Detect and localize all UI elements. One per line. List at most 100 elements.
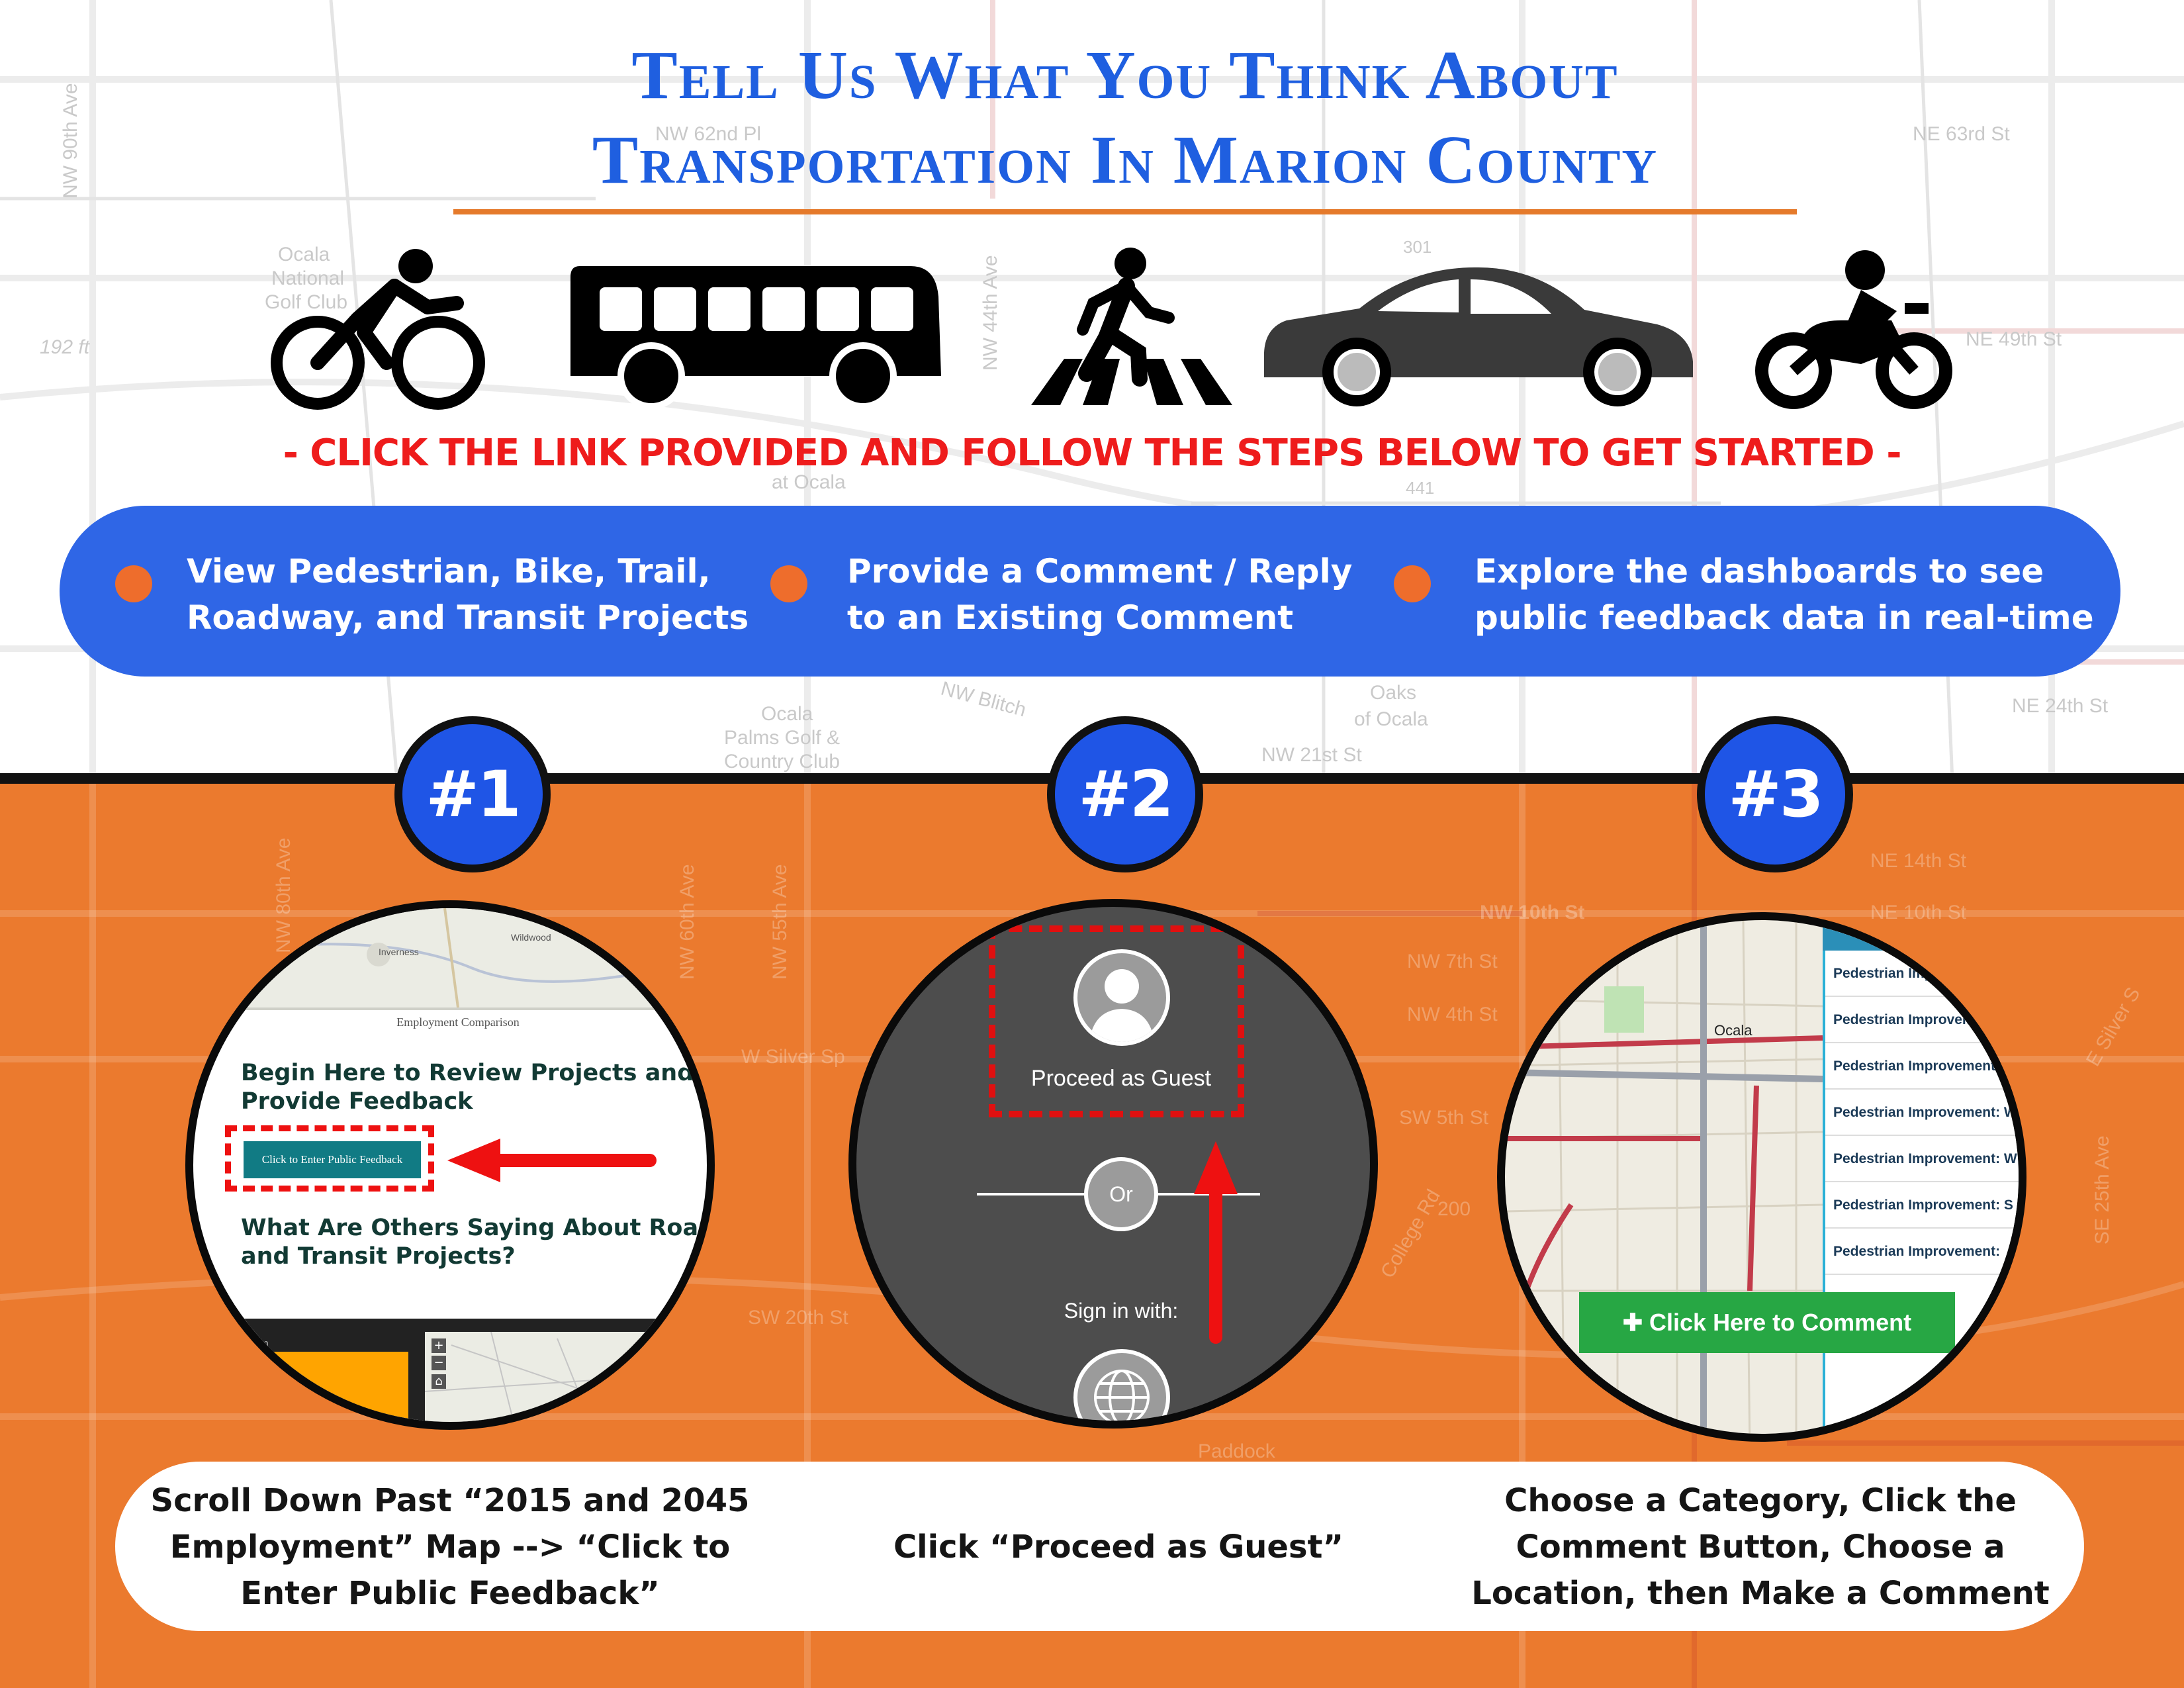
- map-label: NW 62nd Pl: [655, 123, 762, 145]
- highlight-dashed-box: [989, 925, 1244, 1117]
- bullet-icon: [770, 565, 807, 602]
- map-label: Ocala: [1714, 1022, 1752, 1039]
- map-label: NW 21st St: [1261, 744, 1362, 766]
- feature-view-projects-line1: View Pedestrian, Bike, Trail,: [187, 552, 711, 590]
- category-panel-header: [1823, 920, 2019, 951]
- map-label: Paddock: [1198, 1440, 1275, 1462]
- category-row[interactable]: Pedestrian Improvement: [1825, 997, 2019, 1043]
- map-label: W Silver Sp: [741, 1046, 845, 1068]
- dashboard-label: ncom: [240, 1337, 269, 1350]
- arrow-left-icon: [447, 1139, 657, 1182]
- category-row[interactable]: Pedestrian Improvement: S: [1825, 1182, 2019, 1229]
- project-map: [1505, 920, 1823, 1434]
- category-row[interactable]: Pedestrian Improvement:: [1825, 1229, 2019, 1275]
- step-1-instruction-line3: Enter Public Feedback”: [240, 1575, 660, 1612]
- others-saying-heading-line2: and Transit Projects?: [241, 1243, 516, 1270]
- features-banner: [60, 506, 2120, 677]
- bullet-icon: [115, 565, 152, 602]
- category-row[interactable]: Pedestrian Improvement: [1825, 951, 2019, 997]
- instructions-banner: [115, 1462, 2084, 1631]
- map-label: National: [271, 267, 345, 289]
- map-preview: Inverness Wildwood: [193, 908, 707, 1008]
- dashboard-tile: [233, 1352, 408, 1422]
- category-row[interactable]: Pedestrian Improvement: W: [1825, 1090, 2019, 1136]
- sign-in-with-label: Sign in with:: [1064, 1299, 1179, 1323]
- map-label: Wildwood: [511, 932, 551, 943]
- map-label: NE 10th St: [1870, 902, 1967, 923]
- map-label: Inverness: [379, 947, 419, 957]
- map-label: NE 63rd St: [1913, 123, 2010, 145]
- map-label: SW 20th St: [748, 1307, 848, 1329]
- divider: [193, 1008, 707, 1010]
- pedestrian-crosswalk-icon: [1031, 248, 1232, 405]
- map-label: 301: [1403, 237, 1432, 257]
- map-label: 192 ft: [40, 336, 90, 358]
- step-1-screenshot: Inverness Wildwood Employment Comparison…: [185, 900, 715, 1430]
- category-row[interactable]: Pedestrian Improvement: [1825, 1043, 2019, 1090]
- category-row[interactable]: Pedestrian Improvement: W: [1825, 1136, 2019, 1182]
- bullet-icon: [1394, 565, 1431, 602]
- map-label: at Ocala: [772, 471, 846, 493]
- map-label: NW 7th St: [1407, 951, 1498, 972]
- step-2-screenshot: Proceed as Guest Or Sign in with:: [848, 899, 1378, 1429]
- click-here-to-comment-button[interactable]: ✚ Click Here to Comment: [1579, 1292, 1955, 1353]
- page-title-line2: Transportation In Marion County: [592, 122, 1659, 198]
- guest-avatar-icon[interactable]: [1073, 949, 1170, 1046]
- map-label: NW 90th Ave: [60, 83, 81, 199]
- step-1-instruction-line2: Employment” Map --> “Click to: [169, 1528, 731, 1566]
- step-2-badge: #2: [1047, 716, 1203, 872]
- globe-icon[interactable]: [1073, 1349, 1170, 1421]
- feature-comment-line1: Provide a Comment / Reply: [847, 552, 1353, 590]
- enter-public-feedback-button[interactable]: Click to Enter Public Feedback: [244, 1141, 421, 1178]
- map-label: 441: [1406, 478, 1435, 498]
- car-icon: [1263, 267, 1693, 406]
- map-label: NW 4th St: [1407, 1004, 1498, 1025]
- map-label: NW 10th St: [1480, 902, 1585, 923]
- step-1-instruction-line1: Scroll Down Past “2015 and 2045: [150, 1482, 750, 1519]
- page-title-line1: Tell Us What You Think About: [631, 37, 1619, 113]
- plus-icon: ✚: [1622, 1309, 1650, 1336]
- zoom-in-button[interactable]: +: [432, 1338, 446, 1353]
- map-label: Country Club: [724, 751, 841, 773]
- arrow-up-icon: [1194, 1141, 1238, 1344]
- map-label: Golf Club: [265, 291, 348, 313]
- begin-here-heading-line2: Provide Feedback: [241, 1088, 473, 1115]
- map-label: NE 24th St: [2012, 695, 2109, 717]
- comment-button-label: Click Here to Comment: [1649, 1309, 1912, 1336]
- feature-view-projects-line2: Roadway, and Transit Projects: [187, 598, 749, 637]
- map-label: SW 5th St: [1399, 1107, 1489, 1129]
- bus-icon: [570, 266, 941, 409]
- proceed-as-guest-button[interactable]: Proceed as Guest: [1030, 1066, 1212, 1091]
- step-3-instruction: Choose a Category, Click the Comment But…: [1443, 1477, 2078, 1617]
- map-label: NE 49th St: [1966, 328, 2062, 350]
- zoom-out-button[interactable]: −: [432, 1356, 446, 1370]
- step-3-instruction-line3: Location, then Make a Comment: [1471, 1575, 2050, 1612]
- step-1-instruction: Scroll Down Past “2015 and 2045 Employme…: [132, 1477, 768, 1617]
- begin-here-heading-line1: Begin Here to Review Projects and: [241, 1060, 694, 1086]
- step-3-instruction-line1: Choose a Category, Click the: [1504, 1482, 2017, 1519]
- step-1-badge: #1: [394, 716, 551, 872]
- step-3-badge: #3: [1697, 716, 1853, 872]
- bicycle-icon: [271, 249, 485, 410]
- feature-dashboards-line2: public feedback data in real-time: [1475, 598, 2094, 637]
- map-label: NW 44th Ave: [979, 255, 1001, 371]
- step-2-instruction: Click “Proceed as Guest”: [893, 1528, 1344, 1566]
- map-label: Ocala: [278, 244, 330, 265]
- step-3-screenshot: Ocala Pedestrian Improvement Pedestrian …: [1497, 912, 2026, 1442]
- title-underline: [453, 209, 1797, 214]
- map-label: NE 14th St: [1870, 850, 1967, 872]
- home-icon[interactable]: ⌂: [432, 1374, 446, 1389]
- employment-comparison-caption: Employment Comparison: [396, 1015, 520, 1029]
- dashboard-map: [424, 1331, 707, 1422]
- map-label: NW 55th Ave: [769, 864, 791, 980]
- instructions-subtitle: - CLICK THE LINK PROVIDED AND FOLLOW THE…: [283, 432, 1902, 475]
- map-label: Palms Golf &: [724, 727, 841, 749]
- step-3-instruction-line2: Comment Button, Choose a: [1516, 1528, 2005, 1566]
- or-separator: Or: [1084, 1157, 1158, 1231]
- highlight-dashed-box: [225, 1125, 434, 1192]
- map-label: of Ocala: [1354, 708, 1428, 730]
- feature-comment-line2: to an Existing Comment: [847, 598, 1294, 637]
- motorcycle-icon: [1755, 250, 1952, 409]
- feature-dashboards-line1: Explore the dashboards to see: [1475, 552, 2044, 590]
- map-label: Ocala: [761, 703, 813, 725]
